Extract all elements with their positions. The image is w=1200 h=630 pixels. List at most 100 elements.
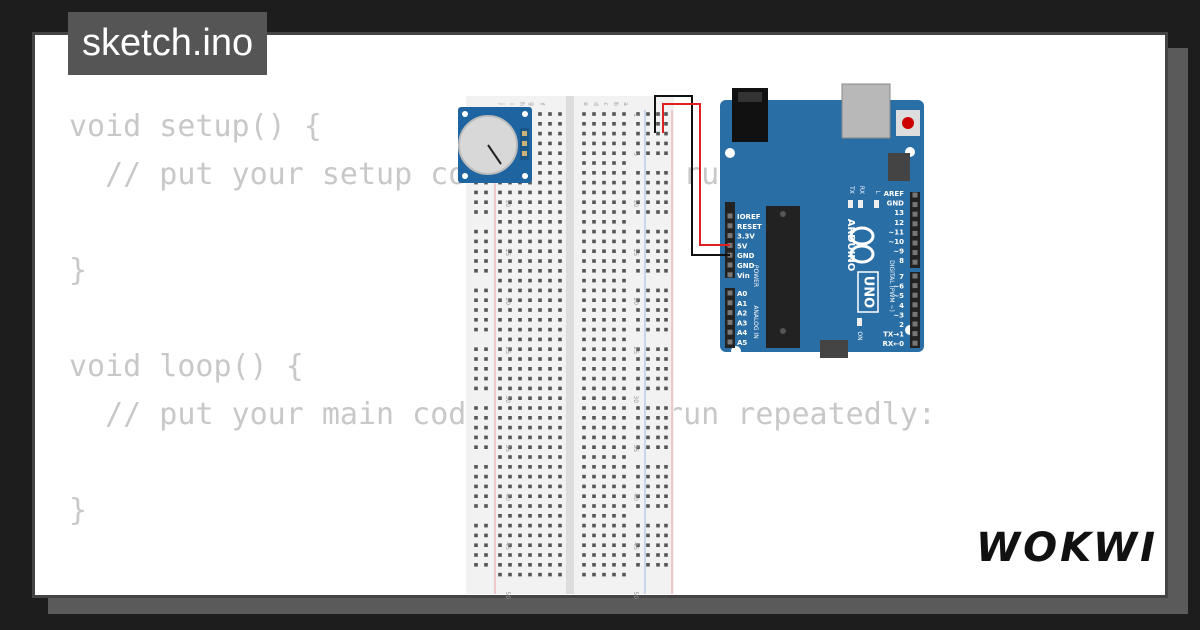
breadboard-hole[interactable] (646, 523, 650, 528)
breadboard-hole[interactable] (636, 563, 640, 567)
header-pin[interactable] (912, 240, 918, 246)
header-pin[interactable] (727, 233, 733, 239)
breadboard-hole[interactable] (582, 220, 586, 224)
breadboard-hole[interactable] (582, 504, 586, 508)
breadboard-hole[interactable] (602, 572, 606, 577)
breadboard-hole[interactable] (602, 229, 606, 234)
breadboard-hole[interactable] (612, 504, 616, 508)
breadboard-hole[interactable] (474, 249, 478, 253)
breadboard-hole[interactable] (622, 112, 626, 116)
breadboard-hole[interactable] (558, 171, 562, 175)
breadboard-hole[interactable] (636, 259, 640, 263)
breadboard-hole[interactable] (508, 406, 512, 410)
breadboard-hole[interactable] (612, 465, 616, 469)
breadboard-hole[interactable] (508, 396, 512, 400)
breadboard-hole[interactable] (558, 465, 562, 469)
breadboard-hole[interactable] (582, 543, 586, 547)
breadboard-hole[interactable] (528, 523, 532, 528)
breadboard-hole[interactable] (664, 543, 668, 547)
breadboard-hole[interactable] (528, 269, 532, 273)
breadboard-hole[interactable] (484, 386, 488, 391)
breadboard-hole[interactable] (528, 572, 532, 577)
breadboard-hole[interactable] (612, 386, 616, 391)
breadboard-hole[interactable] (558, 210, 562, 214)
breadboard-hole[interactable] (656, 533, 660, 538)
breadboard-hole[interactable] (484, 406, 488, 410)
breadboard-hole[interactable] (474, 533, 478, 538)
breadboard-hole[interactable] (538, 386, 542, 391)
breadboard-hole[interactable] (518, 210, 522, 214)
breadboard-hole[interactable] (656, 308, 660, 312)
breadboard-hole[interactable] (646, 553, 650, 557)
breadboard-hole[interactable] (656, 171, 660, 175)
breadboard-hole[interactable] (508, 210, 512, 214)
breadboard-hole[interactable] (528, 357, 532, 361)
breadboard-hole[interactable] (498, 465, 502, 469)
breadboard-hole[interactable] (612, 533, 616, 538)
breadboard-hole[interactable] (602, 484, 606, 489)
breadboard-hole[interactable] (508, 347, 512, 351)
breadboard-hole[interactable] (622, 337, 626, 342)
breadboard-hole[interactable] (656, 327, 660, 332)
breadboard-hole[interactable] (602, 514, 606, 518)
breadboard-hole[interactable] (602, 367, 606, 371)
breadboard-hole[interactable] (612, 494, 616, 498)
breadboard-hole[interactable] (548, 563, 552, 567)
breadboard-hole[interactable] (664, 533, 668, 538)
breadboard-hole[interactable] (602, 249, 606, 253)
breadboard-hole[interactable] (528, 259, 532, 263)
breadboard-hole[interactable] (508, 504, 512, 508)
breadboard-hole[interactable] (508, 269, 512, 273)
breadboard-hole[interactable] (558, 327, 562, 332)
breadboard-hole[interactable] (602, 190, 606, 195)
breadboard-hole[interactable] (664, 249, 668, 253)
breadboard-hole[interactable] (582, 416, 586, 420)
breadboard-hole[interactable] (612, 161, 616, 165)
breadboard-hole[interactable] (656, 445, 660, 449)
breadboard-hole[interactable] (664, 386, 668, 391)
breadboard-hole[interactable] (602, 337, 606, 342)
breadboard-hole[interactable] (558, 269, 562, 273)
breadboard-hole[interactable] (592, 465, 596, 469)
breadboard-hole[interactable] (538, 171, 542, 175)
breadboard-hole[interactable] (558, 406, 562, 410)
header-pin[interactable] (727, 290, 733, 296)
breadboard-hole[interactable] (636, 327, 640, 332)
breadboard-hole[interactable] (592, 269, 596, 273)
breadboard-hole[interactable] (656, 239, 660, 244)
breadboard-hole[interactable] (548, 337, 552, 342)
breadboard-hole[interactable] (622, 141, 626, 146)
breadboard-hole[interactable] (538, 533, 542, 538)
breadboard-hole[interactable] (498, 386, 502, 391)
breadboard-hole[interactable] (538, 543, 542, 547)
breadboard-hole[interactable] (518, 425, 522, 430)
breadboard-hole[interactable] (538, 327, 542, 332)
breadboard-hole[interactable] (498, 249, 502, 253)
breadboard-hole[interactable] (474, 269, 478, 273)
breadboard-hole[interactable] (548, 180, 552, 185)
breadboard-hole[interactable] (622, 553, 626, 557)
breadboard-hole[interactable] (582, 308, 586, 312)
breadboard-hole[interactable] (592, 416, 596, 420)
breadboard-hole[interactable] (498, 239, 502, 244)
breadboard-hole[interactable] (548, 249, 552, 253)
breadboard-hole[interactable] (484, 367, 488, 371)
breadboard-hole[interactable] (498, 455, 502, 459)
breadboard-hole[interactable] (518, 553, 522, 557)
breadboard-hole[interactable] (518, 249, 522, 253)
breadboard-hole[interactable] (558, 122, 562, 126)
breadboard-hole[interactable] (602, 455, 606, 459)
header-pin[interactable] (912, 302, 918, 308)
breadboard-hole[interactable] (592, 425, 596, 430)
breadboard-hole[interactable] (538, 112, 542, 116)
breadboard-hole[interactable] (656, 543, 660, 547)
breadboard-hole[interactable] (612, 445, 616, 449)
breadboard-hole[interactable] (664, 494, 668, 498)
breadboard-hole[interactable] (498, 435, 502, 440)
breadboard-hole[interactable] (528, 220, 532, 224)
breadboard-hole[interactable] (558, 445, 562, 449)
breadboard-hole[interactable] (518, 435, 522, 440)
breadboard-hole[interactable] (582, 259, 586, 263)
breadboard-hole[interactable] (622, 161, 626, 165)
breadboard-hole[interactable] (636, 239, 640, 244)
